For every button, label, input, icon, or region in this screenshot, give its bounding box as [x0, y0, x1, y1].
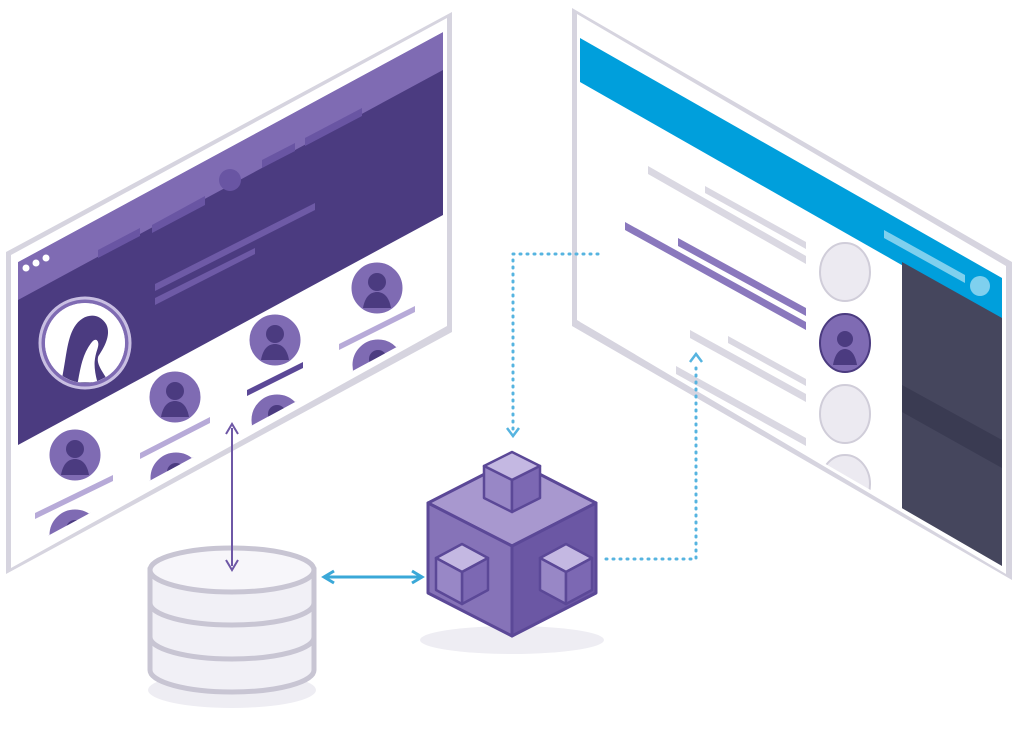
modular-cube-icon	[420, 450, 604, 654]
arrow-window-database	[225, 422, 239, 572]
left-browser-window	[6, 12, 452, 574]
right-browser-window	[572, 8, 1012, 580]
left-hero-text-line	[155, 203, 315, 291]
left-window-dot[interactable]	[42, 254, 50, 262]
left-user-card[interactable]	[35, 426, 113, 519]
right-sidebar-selected-item[interactable]	[902, 385, 1002, 468]
right-text-line	[728, 336, 806, 386]
cube-shadow	[420, 626, 604, 654]
left-nav-item[interactable]	[98, 228, 140, 258]
right-avatar[interactable]	[819, 242, 871, 302]
left-user-card[interactable]	[140, 368, 210, 459]
left-nav-item[interactable]	[305, 108, 362, 146]
left-window-dot[interactable]	[22, 264, 30, 272]
dotted-connector-top	[506, 252, 600, 439]
right-text-line	[690, 330, 806, 402]
right-user-icon[interactable]	[970, 276, 990, 296]
left-nav-item[interactable]	[152, 196, 205, 233]
left-nav-logo	[219, 169, 241, 191]
database-icon	[147, 545, 317, 708]
right-search-field[interactable]	[884, 230, 965, 283]
dotted-connector-right	[604, 351, 703, 561]
arrow-database-cube	[321, 569, 425, 585]
left-user-card[interactable]	[339, 259, 415, 350]
right-highlight-line	[625, 222, 806, 330]
right-avatar[interactable]	[819, 454, 871, 514]
left-profile-avatar	[38, 296, 132, 390]
right-highlight-line	[678, 238, 806, 316]
right-text-line	[648, 166, 806, 264]
left-window-content	[18, 32, 443, 552]
right-text-line	[705, 186, 806, 249]
right-top-bar	[580, 38, 1002, 322]
left-hero-text-line	[155, 248, 255, 305]
left-window-dot[interactable]	[32, 259, 40, 267]
left-nav-item[interactable]	[262, 143, 295, 168]
right-text-line	[676, 366, 806, 446]
right-avatar-selected[interactable]	[819, 313, 871, 373]
right-avatar[interactable]	[819, 384, 871, 444]
right-window-content	[580, 18, 1002, 566]
left-user-card[interactable]	[246, 311, 304, 396]
